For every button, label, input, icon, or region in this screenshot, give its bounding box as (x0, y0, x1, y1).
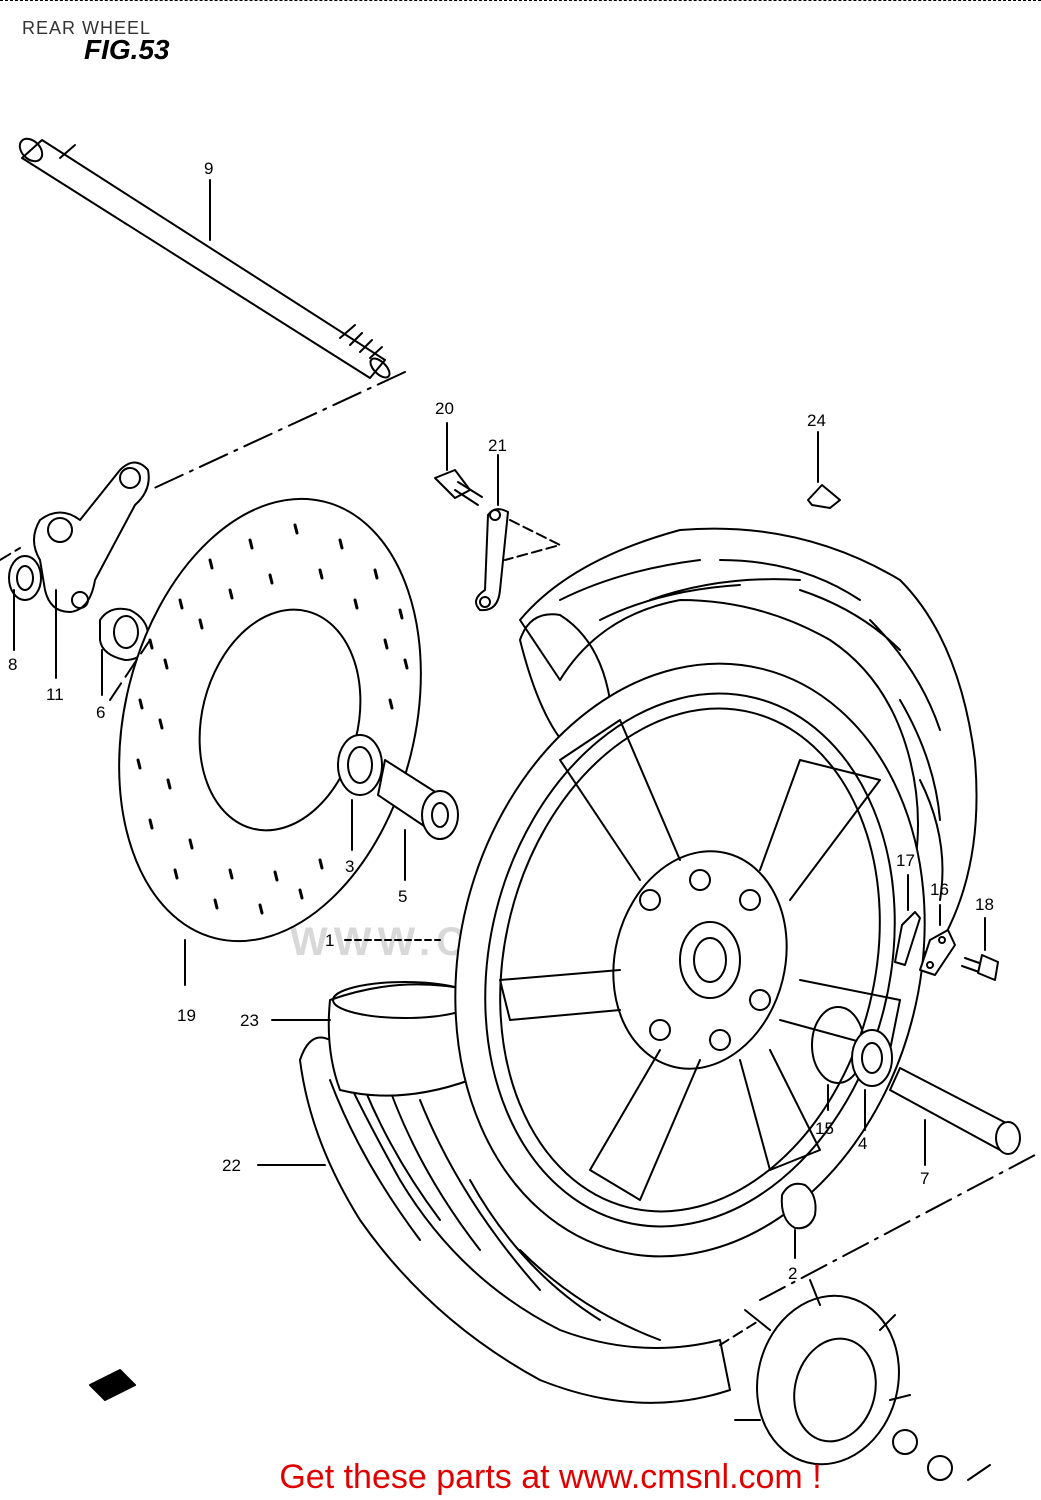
bearing-left[interactable] (337, 734, 383, 796)
page-title: REAR WHEEL (22, 18, 152, 38)
callout-21: 21 (488, 436, 507, 455)
bearing-right[interactable] (851, 1029, 893, 1087)
callout-4: 4 (858, 1134, 868, 1153)
callout-8: 8 (8, 655, 18, 674)
axle-cap[interactable] (8, 555, 42, 601)
callout-6: 6 (96, 703, 106, 722)
valve-cap[interactable] (807, 484, 841, 509)
brake-disc[interactable] (75, 467, 465, 974)
callout-15: 15 (815, 1119, 834, 1138)
callout-18: 18 (975, 895, 994, 914)
figure-label: FIG.53 (84, 34, 170, 65)
axle-spacer[interactable] (889, 1067, 1021, 1155)
callout-23: 23 (240, 1011, 259, 1030)
callout-16: 16 (930, 880, 949, 899)
callout-2: 2 (788, 1264, 798, 1283)
spacer[interactable] (780, 1182, 817, 1230)
spacer-left[interactable] (377, 759, 459, 840)
torque-link[interactable] (33, 461, 150, 613)
callout-3: 3 (345, 857, 355, 876)
callout-20: 20 (435, 399, 454, 418)
lock-washer[interactable] (475, 508, 509, 612)
sprocket-hub[interactable] (734, 1279, 991, 1481)
callout-1: 1 (325, 931, 335, 950)
wheel-rim[interactable] (394, 613, 985, 1306)
callout-22: 22 (222, 1156, 241, 1175)
balancer[interactable] (894, 911, 921, 966)
callout-11: 11 (46, 685, 64, 704)
footer-parts-link[interactable]: Get these parts at www.cmsnl.com ! (279, 1458, 822, 1496)
axle[interactable] (15, 134, 392, 380)
plate[interactable] (919, 929, 956, 976)
disc-bolt[interactable] (434, 469, 483, 506)
callout-5: 5 (398, 887, 408, 906)
top-dashed-rule (0, 0, 1041, 1)
bolt[interactable] (961, 954, 999, 981)
callout-9: 9 (204, 159, 214, 178)
callout-7: 7 (920, 1169, 930, 1188)
callout-19: 19 (177, 1006, 196, 1025)
callout-24: 24 (807, 411, 826, 430)
callout-17: 17 (896, 851, 915, 870)
front-arrow-icon (89, 1369, 136, 1401)
